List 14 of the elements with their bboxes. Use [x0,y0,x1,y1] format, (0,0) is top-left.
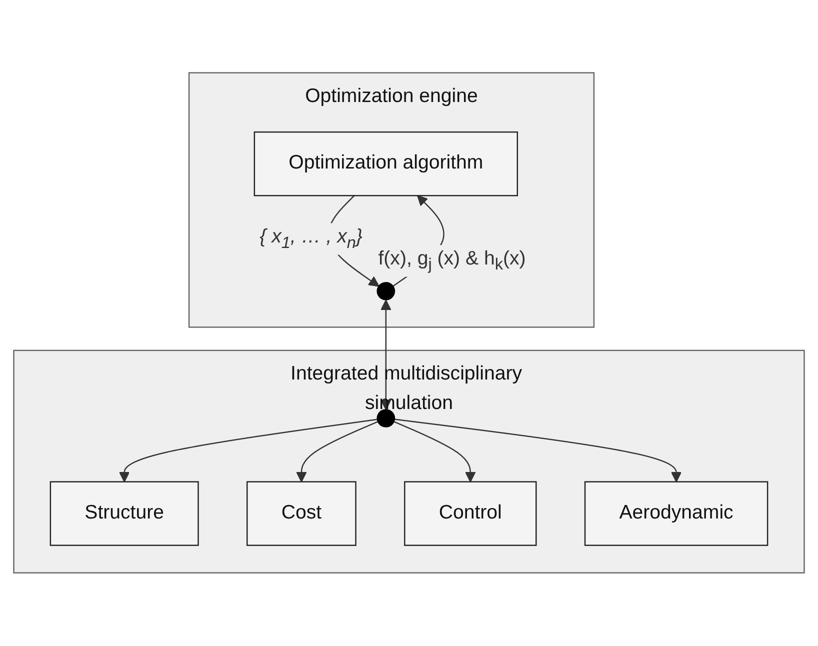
node-box: Aerodynamic [584,481,768,546]
node-box: Structure [50,481,199,546]
arrow [394,418,682,482]
node-box: Control [404,481,537,546]
node-box: Optimization algorithm [254,132,518,196]
arrow [380,300,392,410]
node-box: Cost [246,481,356,546]
arrow [394,421,476,482]
node-circle [376,282,396,300]
arrow [296,421,378,482]
arrow [118,418,378,482]
edge-label: f(x), g$_{j}$ (x) & h$_{k}$(x) [378,248,526,274]
node-circle [376,409,396,428]
edge-label: { x$_{1}$, … , x$_{n}$} [260,226,363,252]
